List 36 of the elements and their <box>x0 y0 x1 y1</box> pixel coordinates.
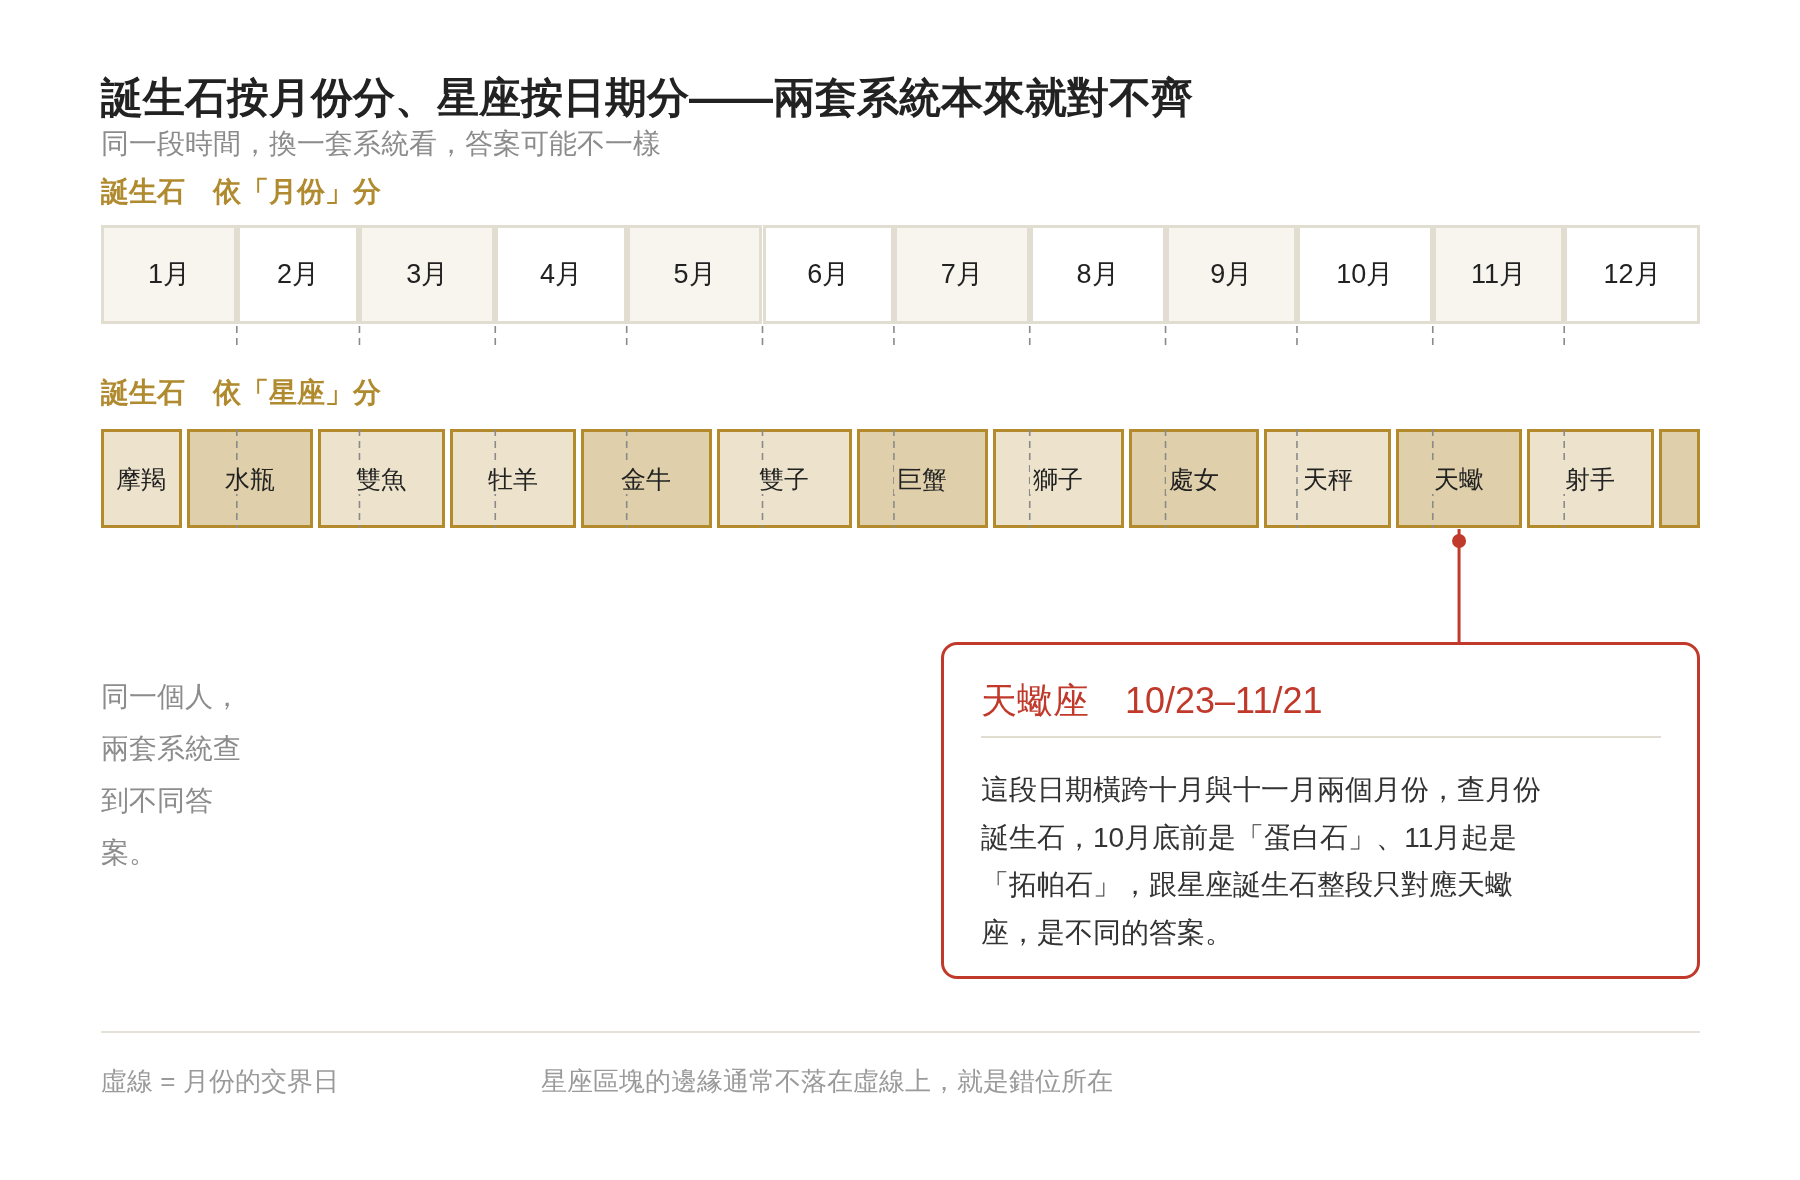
month-cell: 6月 <box>762 225 894 324</box>
month-cell: 5月 <box>626 225 763 324</box>
month-cell: 10月 <box>1296 225 1433 324</box>
month-cell: 3月 <box>359 225 496 324</box>
zodiac-box: 射手 <box>1527 429 1654 528</box>
leader-line <box>1452 529 1467 642</box>
section-heading: 誕生石 依「月份」分 <box>101 175 381 209</box>
callout-heading: 天蠍座 10/23–11/21 <box>981 679 1323 723</box>
callout-text: 這段日期橫跨十月與十一月兩個月份，查月份誕生石，10月底前是「蛋白石」、11月起是「拓帕石」，跟星座誕生石整段只對應天蠍座，是不同的答案。 <box>981 773 1542 951</box>
title: 誕生石按月份分、星座按日期分——兩套系統本來就對不齊 <box>101 73 1193 123</box>
month-cell: 2月 <box>236 225 360 324</box>
zodiac-box <box>1658 429 1700 528</box>
month-cell: 4月 <box>495 225 627 324</box>
callout-box <box>941 642 1700 979</box>
month-cell: 12月 <box>1564 225 1700 324</box>
zodiac-box: 處女 <box>1128 429 1260 528</box>
zodiac-box: 水瓶 <box>186 429 314 528</box>
month-cell: 9月 <box>1165 225 1297 324</box>
zodiac-box: 雙魚 <box>318 429 445 528</box>
footnote: 虛線 = 月份的交界日 <box>101 1065 339 1098</box>
month-cell: 8月 <box>1029 225 1166 324</box>
month-cell: 11月 <box>1432 225 1565 324</box>
zodiac-box: 天蠍 <box>1395 429 1523 528</box>
zodiac-box: 牡羊 <box>449 429 576 528</box>
subtitle: 同一段時間，換一套系統看，答案可能不一樣 <box>101 127 661 161</box>
section-heading: 誕生石 依「星座」分 <box>101 376 381 410</box>
footnote: 星座區塊的邊緣通常不落在虛線上，就是錯位所在 <box>541 1065 1113 1098</box>
side-note: 同一個人，兩套系統查到不同答案。 <box>101 680 242 870</box>
zodiac-box: 獅子 <box>992 429 1124 528</box>
month-cell: 7月 <box>893 225 1030 324</box>
zodiac-box: 金牛 <box>581 429 712 528</box>
zodiac-box: 摩羯 <box>101 429 182 528</box>
month-cell: 1月 <box>101 225 237 324</box>
zodiac-box: 巨蟹 <box>857 429 988 528</box>
zodiac-box: 雙子 <box>716 429 852 528</box>
zodiac-box: 天秤 <box>1264 429 1391 528</box>
